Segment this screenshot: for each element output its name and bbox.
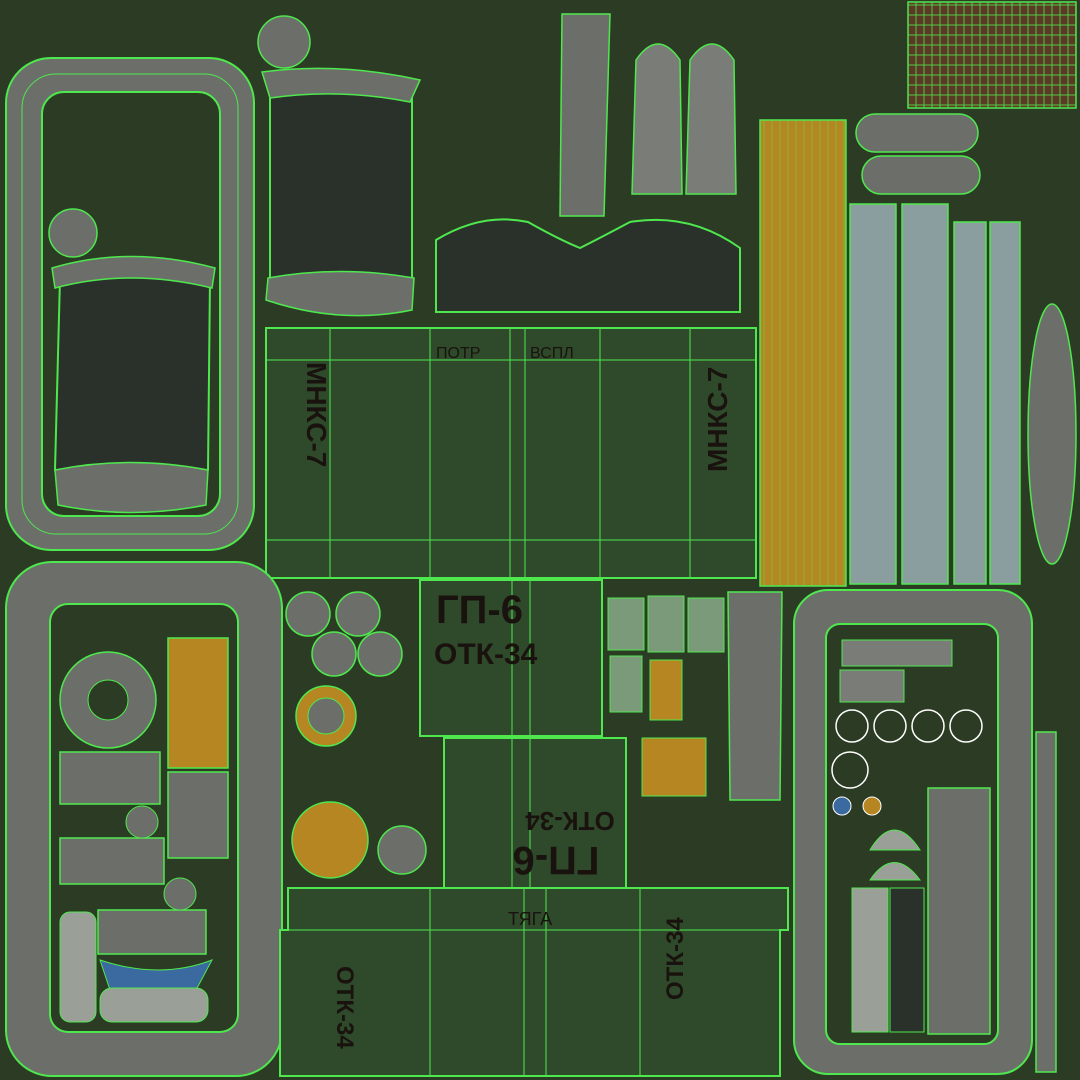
stencil-tyaga: ТЯГА [508, 909, 553, 929]
uv-shell-strap-bottom-left [5, 561, 283, 1077]
uv-shell-ellipse [1027, 303, 1077, 565]
stencil-vspl: ВСПЛ [530, 345, 574, 362]
stencil-gp-top: ГП-6 [436, 588, 523, 632]
uv-shell-bag-top [257, 15, 422, 317]
stencil-mnks-left: МНКС-7 [301, 362, 332, 468]
uv-shell-flap-wavy [435, 218, 741, 313]
uv-shell-strip-ochre [759, 119, 847, 587]
uv-shell-body-center [419, 579, 627, 889]
stencil-otk-right: ОТК-34 [662, 917, 689, 1000]
uv-shell-bag-left [48, 208, 216, 514]
uv-shell-discs [285, 591, 427, 879]
uv-shell-sleeves-top [559, 13, 737, 217]
stencil-otk-top: ОТК-34 [434, 638, 538, 671]
stencil-potr: ПОТР [436, 345, 481, 362]
uv-shell-pills [855, 113, 981, 195]
uv-shell-patches-green [607, 591, 783, 801]
stencil-otk-bottom: ОТК-34 [525, 806, 615, 836]
uv-shell-strap-bottom-right [793, 589, 1033, 1075]
stencil-mnks-right: МНКС-7 [702, 366, 733, 472]
uv-shell-body-main [265, 327, 757, 579]
uv-shell-bottom-panel [279, 887, 789, 1077]
uv-shell-patch-brick [907, 1, 1077, 109]
stencil-otk-left: ОТК-34 [331, 966, 358, 1049]
uv-shell-strips-slate [849, 203, 1021, 585]
uv-shell-thin-strip [1035, 731, 1057, 1073]
stencil-gp-bottom: ГП-6 [512, 838, 600, 882]
